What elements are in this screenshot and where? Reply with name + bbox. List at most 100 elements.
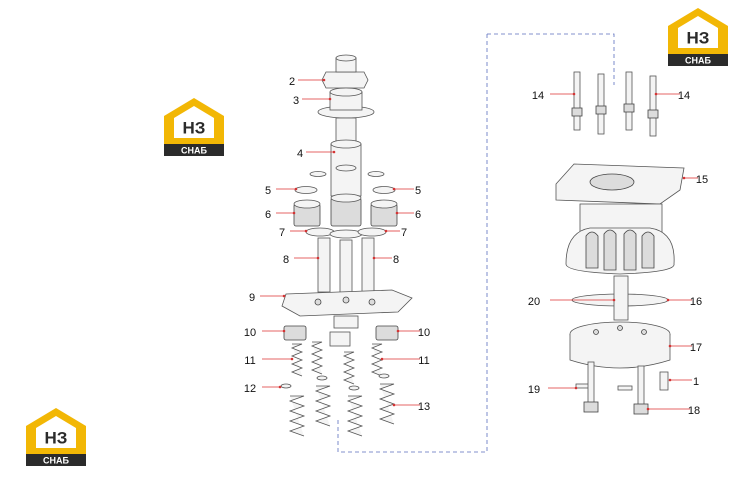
callout-16: 16 — [666, 296, 702, 308]
callout-6: 6 — [265, 209, 296, 221]
callout-9: 9 — [249, 292, 286, 304]
part-screw — [587, 361, 595, 405]
leader-dot — [380, 357, 384, 361]
callout-label: 1 — [693, 376, 699, 388]
leader-dot — [396, 329, 400, 333]
part-seal — [305, 227, 335, 237]
part-ring — [294, 186, 318, 194]
logo-house-inner — [174, 106, 214, 138]
part-plate-hole — [368, 298, 376, 306]
callout-label: 5 — [265, 185, 271, 197]
part-housing-bore — [589, 173, 635, 191]
logo-house-inner — [36, 416, 76, 448]
part-ring — [367, 171, 385, 177]
leader-dot — [572, 92, 576, 96]
logo-caption: СНАБ — [43, 455, 69, 465]
callout-4: 4 — [297, 148, 336, 160]
part-bolt — [625, 71, 633, 131]
part-center-shaft — [613, 275, 629, 321]
callout-label: 16 — [690, 296, 702, 308]
leader-dot — [292, 211, 296, 215]
leader-dot — [574, 386, 578, 390]
leader-dot — [316, 256, 320, 260]
callout-8: 8 — [283, 254, 320, 266]
leader-dot — [646, 407, 650, 411]
leader-dot — [654, 92, 658, 96]
part-plate-hole — [342, 296, 350, 304]
callout-label: 9 — [249, 292, 255, 304]
part-screw-head — [583, 401, 599, 413]
callout-label: 15 — [696, 174, 708, 186]
leader-dot — [666, 298, 670, 302]
callout-label: 17 — [690, 342, 702, 354]
callout-11: 11 — [244, 355, 294, 367]
part-spring — [346, 395, 364, 437]
callout-19: 19 — [528, 384, 578, 396]
callout-10: 10 — [244, 327, 286, 339]
callout-14: 14 — [654, 90, 690, 102]
leader-dot — [392, 403, 396, 407]
logo-caption-bar — [164, 144, 224, 156]
callout-label: 7 — [401, 227, 407, 239]
part-seal — [329, 229, 363, 239]
part-small-ring — [348, 385, 360, 391]
callout-label: 12 — [244, 383, 256, 395]
part-block-hole — [641, 329, 647, 335]
callout-label: 6 — [415, 209, 421, 221]
part-flange-hub-top — [329, 87, 363, 97]
callout-5: 5 — [392, 185, 421, 197]
callout-3: 3 — [293, 95, 332, 107]
bolts-group — [571, 71, 659, 137]
part-bolt-nut — [571, 107, 583, 117]
part-spring — [288, 395, 306, 437]
callout-7: 7 — [279, 227, 308, 239]
callout-label: 3 — [293, 95, 299, 107]
callout-13: 13 — [392, 401, 430, 413]
callout-label: 14 — [678, 90, 690, 102]
part-small-ring — [378, 373, 390, 379]
callout-20: 20 — [528, 296, 616, 308]
callout-1: 1 — [668, 376, 699, 388]
callout-label: 10 — [418, 327, 430, 339]
leader-dot — [668, 344, 672, 348]
callout-label: 20 — [528, 296, 540, 308]
part-ring — [309, 171, 327, 177]
part-nut-top — [335, 54, 357, 62]
part-bolt-nut — [623, 103, 635, 113]
logo-caption-bar — [668, 54, 728, 66]
logo-letters: HЗ — [687, 28, 710, 47]
part-spring — [314, 385, 332, 427]
part-plate-hole — [314, 298, 322, 306]
callout-label: 2 — [289, 76, 295, 88]
leader-dot — [668, 378, 672, 382]
callout-label: 6 — [265, 209, 271, 221]
part-bolt — [597, 73, 605, 135]
part-dowel — [659, 371, 669, 391]
part-block-body — [569, 334, 671, 369]
part-bolt-nut — [595, 105, 607, 115]
part-piston — [317, 237, 331, 293]
callout-label: 7 — [279, 227, 285, 239]
part-ring — [372, 186, 396, 194]
leader-dot — [372, 256, 376, 260]
part-bolt — [649, 75, 657, 137]
logo-letters: HЗ — [183, 118, 206, 137]
callout-7: 7 — [384, 227, 407, 239]
callout-5: 5 — [265, 185, 298, 197]
part-cup-top — [370, 199, 398, 209]
part-block-hole — [617, 325, 623, 331]
callout-label: 19 — [528, 384, 540, 396]
leader-dot — [682, 176, 686, 180]
logo-caption-bar — [26, 454, 86, 466]
part-spring — [310, 341, 324, 375]
part-screw-head — [633, 403, 649, 415]
leader-dot — [304, 229, 308, 233]
callout-label: 8 — [283, 254, 289, 266]
part-pin — [617, 385, 633, 391]
part-piston — [339, 239, 353, 295]
part-housing-lobes — [565, 227, 675, 275]
